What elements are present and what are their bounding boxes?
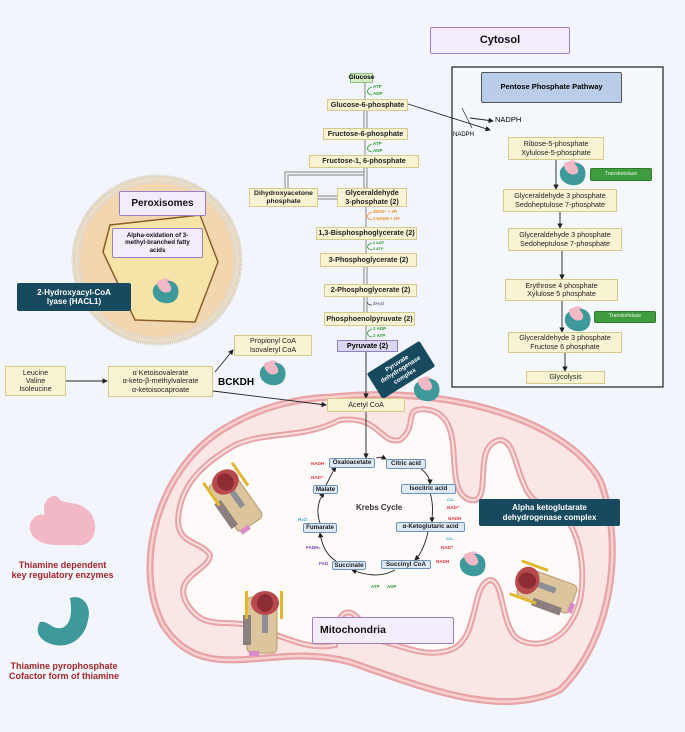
mitochondrion-organelle <box>146 391 616 706</box>
bisphosphoglycerate-box: 1,3-Bisphosphoglycerate (2) <box>316 227 417 240</box>
fructose-6-phosphate-box: Fructose-6-phosphate <box>323 128 408 140</box>
g3p-s7p-box: Glyceraldehyde 3 phosphate Sedoheptulose… <box>508 228 622 251</box>
fad-label: FAD <box>319 561 329 566</box>
acetyl-coa-box: Acetyl CoA <box>327 398 405 412</box>
nadh-label: NADH <box>311 461 325 466</box>
peroxisomes-label: Peroxisomes <box>119 191 206 216</box>
transketolase-label: Transketolase <box>594 311 656 323</box>
erythrose-4-phosphate-box: Erythrose 4 phosphate Xylulose 5 phospha… <box>505 279 618 301</box>
g3p-box: Glyceraldehyde 3-phosphate (2) <box>337 188 407 207</box>
propionyl-coa-box: Propionyl CoA Isovaleryl CoA <box>234 335 312 356</box>
phosphoenolpyruvate-box: Phosphoenolpyruvate (2) <box>324 312 415 326</box>
transketolase-label: Transketolase <box>590 168 652 181</box>
ribose-5-phosphate-box: Ribose-5-phosphate Xylulose-5-phosphate <box>508 137 604 160</box>
succinate-box: Succinate <box>332 561 366 570</box>
pyruvate-box: Pyruvate (2) <box>337 340 398 352</box>
fumarate-box: Fumarate <box>303 523 337 533</box>
fructose-16-phosphate-box: Fructose-1, 6-phosphate <box>309 155 419 168</box>
pdh-enzyme-icon <box>413 376 440 402</box>
amino-acids-box: Leucine Valine Isoleucine <box>5 366 66 396</box>
krebs-cycle-title: Krebs Cycle <box>356 503 403 512</box>
nadh-label: NADH <box>448 516 462 521</box>
adp-label: 2 ADP <box>373 326 387 331</box>
malate-box: Malate <box>313 485 338 494</box>
citric-acid-box: Citric acid <box>386 459 426 469</box>
dhap-box: Dihydroxyacetone phosphate <box>249 188 318 207</box>
atp-label: 2 ATP <box>373 247 384 251</box>
alpha-ketoglutaric-acid-box: α-Ketoglutaric acid <box>396 522 465 532</box>
mitochondria-label: Mitochondria <box>312 617 454 644</box>
2-phosphoglycerate-box: 2-Phosphoglycerate (2) <box>324 284 417 297</box>
alpha-oxidation-label: Alpha-oxidation of 3- methyl-branched fa… <box>112 228 203 258</box>
nad-label: NAD⁺ <box>311 475 324 480</box>
glucose-6-phosphate-box: Glucose-6-phosphate <box>327 99 408 111</box>
nadh-label: NADH <box>436 559 450 564</box>
atp-synthase-icon <box>242 590 284 657</box>
thiamine-enzyme-legend-icon <box>29 495 96 546</box>
fadh2-label: FADH₂ <box>306 545 321 550</box>
legend-cofactor-text: Thiamine pyrophosphate Cofactor form of … <box>8 660 119 681</box>
hacl1-label: 2-Hydroxyacyl-CoA lyase (HACL1) <box>17 283 131 311</box>
nadph-label: NADPH <box>495 115 522 124</box>
nadh-label: 2 NADH + 2H⁺ <box>373 216 401 221</box>
atp-label: 2 ATP <box>373 333 386 338</box>
nad-label: 2NAD⁺ + 2Pᵢ <box>373 209 398 214</box>
keto-acids-box: α Ketoisovalerate α-keto-β-methylvalerat… <box>108 366 213 397</box>
water-label: 2H₂O <box>373 301 384 306</box>
akg-dehydrogenase-complex-label: Alpha ketoglutarate dehydrogenase comple… <box>479 499 620 526</box>
isocitric-acid-box: Isocitric acid <box>401 484 456 494</box>
adp-label: 2 ADP <box>373 241 385 245</box>
bckdh-label: BCKDH <box>218 377 255 388</box>
cytosol-label: Cytosol <box>430 27 570 54</box>
glycolysis-box: Glycolysis <box>526 371 605 384</box>
oxaloacetate-box: Oxaloacetate <box>329 458 375 468</box>
ppp-title: Pentose Phosphate Pathway <box>481 72 622 103</box>
bckdh-enzyme-icon <box>259 360 286 386</box>
g3p-f6p-box: Glyceraldehyde 3 phosphate Fructose 6 ph… <box>508 332 622 353</box>
co2-label: CO₂ <box>446 537 454 541</box>
legend-enzymes-text: Thiamine dependent key regulatory enzyme… <box>11 559 114 580</box>
nad-label: NAD⁺ <box>441 545 454 550</box>
nad-label: NAD⁺ <box>447 505 460 510</box>
atp-label: ATP <box>373 141 382 146</box>
atp-label: ATP <box>373 84 382 89</box>
adp-label: ADP <box>387 584 397 589</box>
3-phosphoglycerate-box: 3-Phosphoglycerate (2) <box>320 253 417 267</box>
water-label: H₂O <box>298 517 307 522</box>
nadph-label: NADPH <box>453 132 475 138</box>
adp-label: ADP <box>373 148 383 153</box>
tpp-legend-icon <box>37 597 89 646</box>
atp-label: ATP <box>371 584 380 589</box>
succinyl-coa-box: Succinyl CoA <box>381 560 431 569</box>
g3p-s7p-box: Glyceraldehyde 3 phosphate Sedoheptulose… <box>503 189 617 212</box>
co2-label: CO₂ <box>447 498 455 502</box>
adp-label: ADP <box>373 91 383 96</box>
glucose-box: Glucose <box>348 73 375 83</box>
